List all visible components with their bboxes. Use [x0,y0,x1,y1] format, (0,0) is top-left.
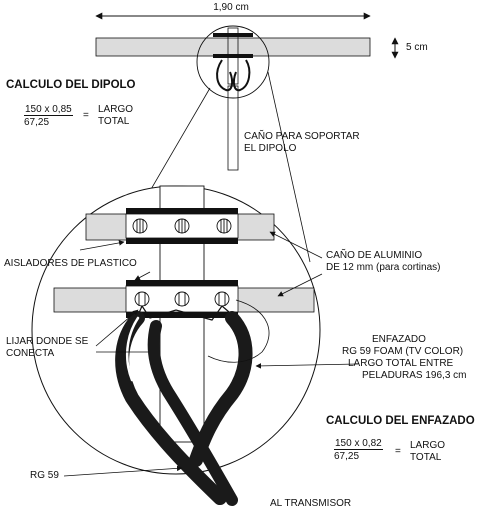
calc-enfazado-fraction: 150 x 0,82 67,25 [334,438,383,462]
calc-enfazado-result-1: LARGO [410,440,446,451]
support-tube-label-1: CAÑO PARA SOPORTAR [244,131,360,142]
calc-enfazado-equals: = [395,446,401,457]
calc-dipolo-denominator: 67,25 [24,117,50,128]
leader-arrows [63,231,359,477]
calc-dipolo-equals: = [83,110,89,121]
calc-dipolo-result-2: TOTAL [98,116,130,127]
small-insulator-bottom [213,54,253,58]
calc-dipolo-result-1: LARGO [98,104,134,115]
width-label: 1,90 cm [213,2,249,13]
small-insulator-top [213,33,253,37]
height-label: 5 cm [406,42,428,53]
calc-dipolo-fraction: 150 x 0,85 67,25 [24,104,73,128]
sand-label-2: CONECTA [6,348,55,359]
small-cable-loop-right [232,59,251,92]
lower-insulator-bar-bottom [126,312,238,318]
coax-cables [115,311,253,506]
calc-dipolo-numerator: 150 x 0,85 [24,104,73,116]
upper-insulator-bar-top [126,208,238,214]
calc-enfazado-title: CALCULO DEL ENFAZADO [326,415,475,427]
rg59-label: RG 59 [30,470,59,481]
transmitter-label: AL TRANSMISOR [270,498,352,509]
small-cable-loop-left [216,59,234,92]
insulators-label: AISLADORES DE PLASTICO [4,258,137,269]
calc-enfazado-numerator: 150 x 0,82 [334,438,383,450]
phasing-loop-wire [207,299,270,363]
lower-screws [134,291,230,307]
phasing-label-1: ENFAZADO [372,334,426,345]
magnify-line-right [267,71,311,263]
dipole-tube-overview [95,37,371,57]
support-tube-label-2: EL DIPOLO [244,143,297,154]
small-detail-circle [196,25,270,99]
upper-insulator-bar-bottom [126,238,238,244]
phasing-label-4: PELADURAS 196,3 cm [362,370,467,381]
aluminum-tube-label-1: CAÑO DE ALUMINIO [326,250,423,261]
calc-dipolo-title: CALCULO DEL DIPOLO [6,79,136,91]
phasing-label-2: RG 59 FOAM (TV COLOR) [342,346,464,357]
calc-enfazado-denominator: 67,25 [334,451,360,462]
lower-insulator-bar-top [126,280,238,286]
upper-screws [132,218,232,234]
phasing-label-3: LARGO TOTAL ENTRE [348,358,454,369]
support-mast-overview [227,85,239,171]
aluminum-tube-label-2: DE 12 mm (para cortinas) [326,262,441,273]
sand-label-1: LIJAR DONDE SE [6,336,89,347]
calc-enfazado-result-2: TOTAL [410,452,442,463]
